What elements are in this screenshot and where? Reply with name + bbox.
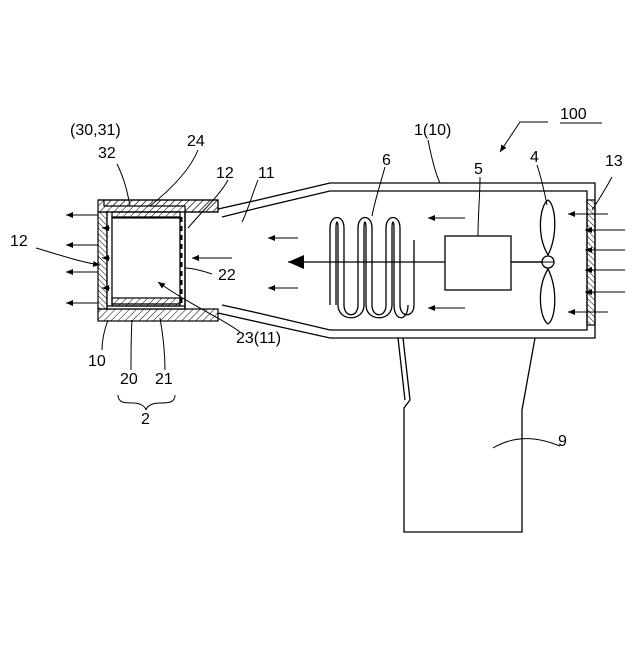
- label-24: 24: [187, 133, 205, 150]
- label-11: 11: [258, 165, 275, 182]
- fan: [540, 200, 554, 324]
- label-5: 5: [474, 161, 483, 178]
- label-4: 4: [530, 149, 539, 166]
- label-32: 32: [98, 145, 116, 162]
- heater-coil: [330, 218, 414, 318]
- attachment-nozzle: [98, 200, 218, 321]
- label-10: 10: [88, 353, 106, 370]
- label-22: 22: [218, 267, 236, 284]
- handle: [398, 338, 560, 532]
- label-12-left: 12: [10, 233, 28, 250]
- label-1-10: 1(10): [414, 122, 451, 139]
- label-2: 2: [141, 411, 150, 428]
- label-9: 9: [558, 433, 567, 450]
- label-23-11: 23(11): [236, 330, 281, 347]
- internal-airflow-arrows: [192, 218, 465, 308]
- label-100: 100: [560, 106, 587, 123]
- motor: [445, 236, 511, 290]
- label-30-31: (30,31): [70, 122, 121, 139]
- label-20: 20: [120, 371, 138, 388]
- label-21: 21: [155, 371, 173, 388]
- label-6: 6: [382, 152, 391, 169]
- label-13: 13: [605, 153, 623, 170]
- label-12-top: 12: [216, 165, 234, 182]
- inlet-arrows: [568, 214, 625, 312]
